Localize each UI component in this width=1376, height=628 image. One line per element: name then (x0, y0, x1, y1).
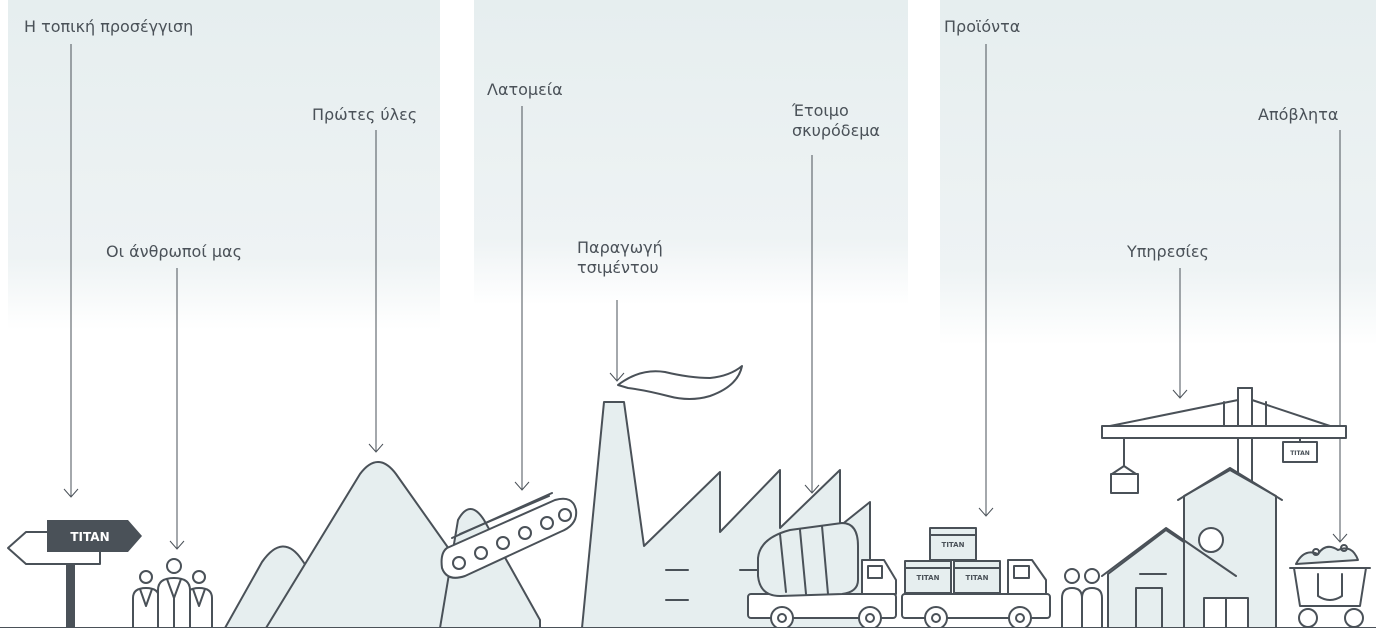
label-quarries: Λατομεία (487, 79, 563, 100)
products-truck-icon: TITAN TITAN TITAN (902, 528, 1050, 628)
panel-products (940, 0, 1376, 345)
panel-local (8, 0, 440, 330)
label-products: Προϊόντα (944, 16, 1020, 37)
label-cement-production-line2: τσιμέντου (577, 257, 659, 278)
signpost-icon: TITAN (8, 520, 142, 628)
waste-cart-icon (1290, 545, 1370, 627)
label-cement-production-line1: Παραγωγή (577, 237, 663, 258)
label-waste: Απόβλητα (1258, 104, 1338, 125)
box-label: TITAN (942, 541, 965, 549)
label-raw-materials: Πρώτες ύλες (312, 104, 417, 125)
label-our-people: Οι άνθρωποί μας (106, 241, 242, 262)
box-label: TITAN (917, 574, 940, 582)
panel-production (474, 0, 908, 305)
label-services: Υπηρεσίες (1127, 241, 1209, 262)
label-local-approach: Η τοπική προσέγγιση (24, 16, 193, 37)
box-label: TITAN (1290, 450, 1310, 457)
sign-logo: TITAN (70, 530, 109, 544)
smoke-icon (618, 366, 742, 399)
pointer-cement-production (610, 300, 624, 381)
label-ready-mix-line2: σκυρόδεμα (792, 120, 880, 141)
mixer-truck-icon (748, 523, 896, 628)
people-icon (133, 559, 212, 628)
customers-icon (1062, 569, 1102, 628)
label-ready-mix-line1: Έτοιμο (792, 100, 849, 121)
box-label: TITAN (966, 574, 989, 582)
